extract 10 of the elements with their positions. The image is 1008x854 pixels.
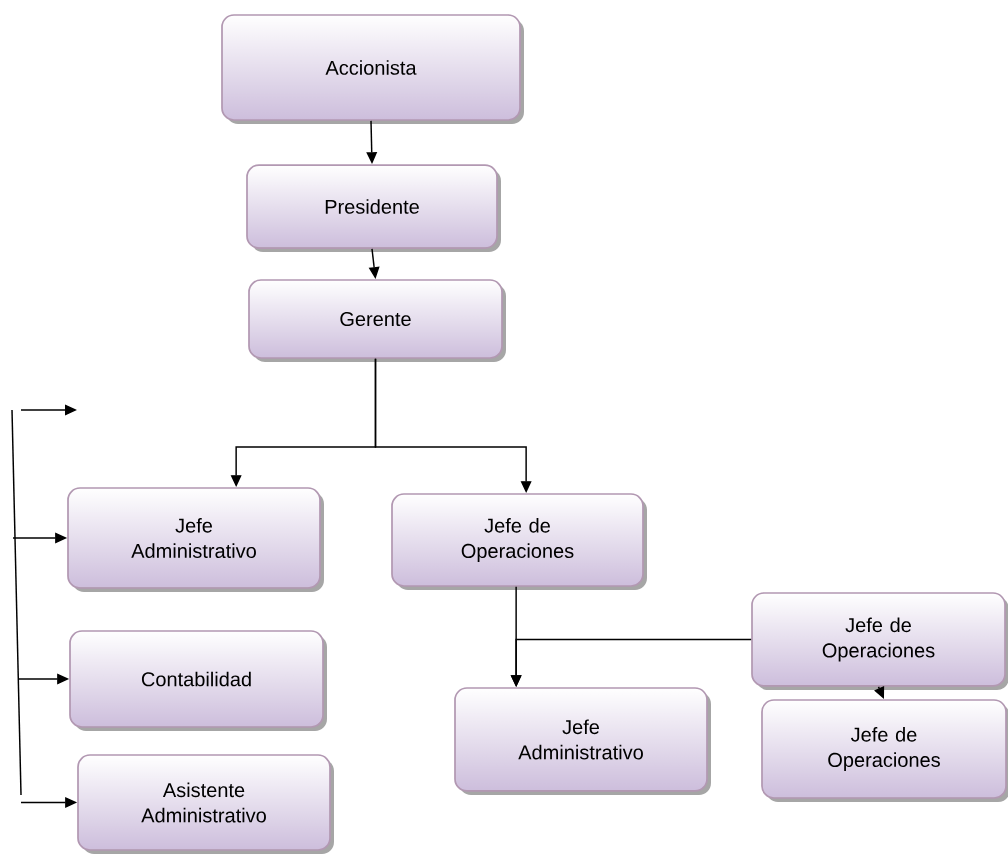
org-box: Jefe Administrativo [67,487,324,592]
org-box: Jefe Administrativo [454,687,711,795]
org-box: Asistente Administrativo [77,754,334,854]
org-box: Jefe de Operaciones [391,493,647,590]
org-box: Contabilidad [69,630,327,731]
org-box: Gerente [248,279,506,362]
org-box: Jefe de Operaciones [761,699,1008,802]
org-box: Presidente [246,164,501,252]
org-box: Jefe de Operaciones [751,592,1008,690]
org-box: Accionista [221,14,524,124]
